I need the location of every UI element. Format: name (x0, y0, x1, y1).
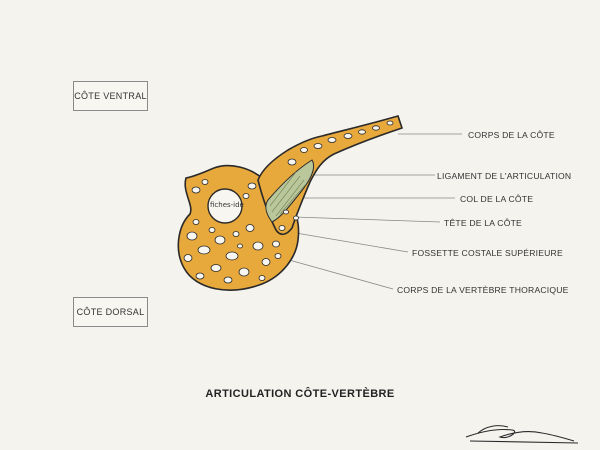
label-ligament: LIGAMENT DE L'ARTICULATION (437, 171, 572, 181)
leader-lines (281, 133, 462, 290)
ventral-side-label: CÔTE VENTRAL (73, 81, 148, 111)
artist-signature (465, 425, 579, 444)
label-costal-facet: FOSSETTE COSTALE SUPÉRIEURE (412, 248, 563, 258)
label-rib-head: TÊTE DE LA CÔTE (444, 218, 522, 228)
spongy-bone-pattern (183, 120, 394, 284)
diagram-title: ARTICULATION CÔTE-VERTÈBRE (205, 388, 395, 400)
label-rib-neck: COL DE LA CÔTE (460, 194, 534, 204)
label-rib-body: CORPS DE LA CÔTE (468, 130, 555, 140)
ligament-hatching (269, 171, 307, 217)
rib-shaft-shape (257, 115, 404, 236)
dorsal-side-label: CÔTE DORSAL (73, 297, 148, 327)
foramen-label: fiches-ide (210, 201, 244, 209)
vertebral-foramen (207, 188, 243, 224)
label-vertebra-body: CORPS DE LA VERTÈBRE THORACIQUE (397, 285, 569, 295)
ligament-shape (265, 159, 314, 223)
